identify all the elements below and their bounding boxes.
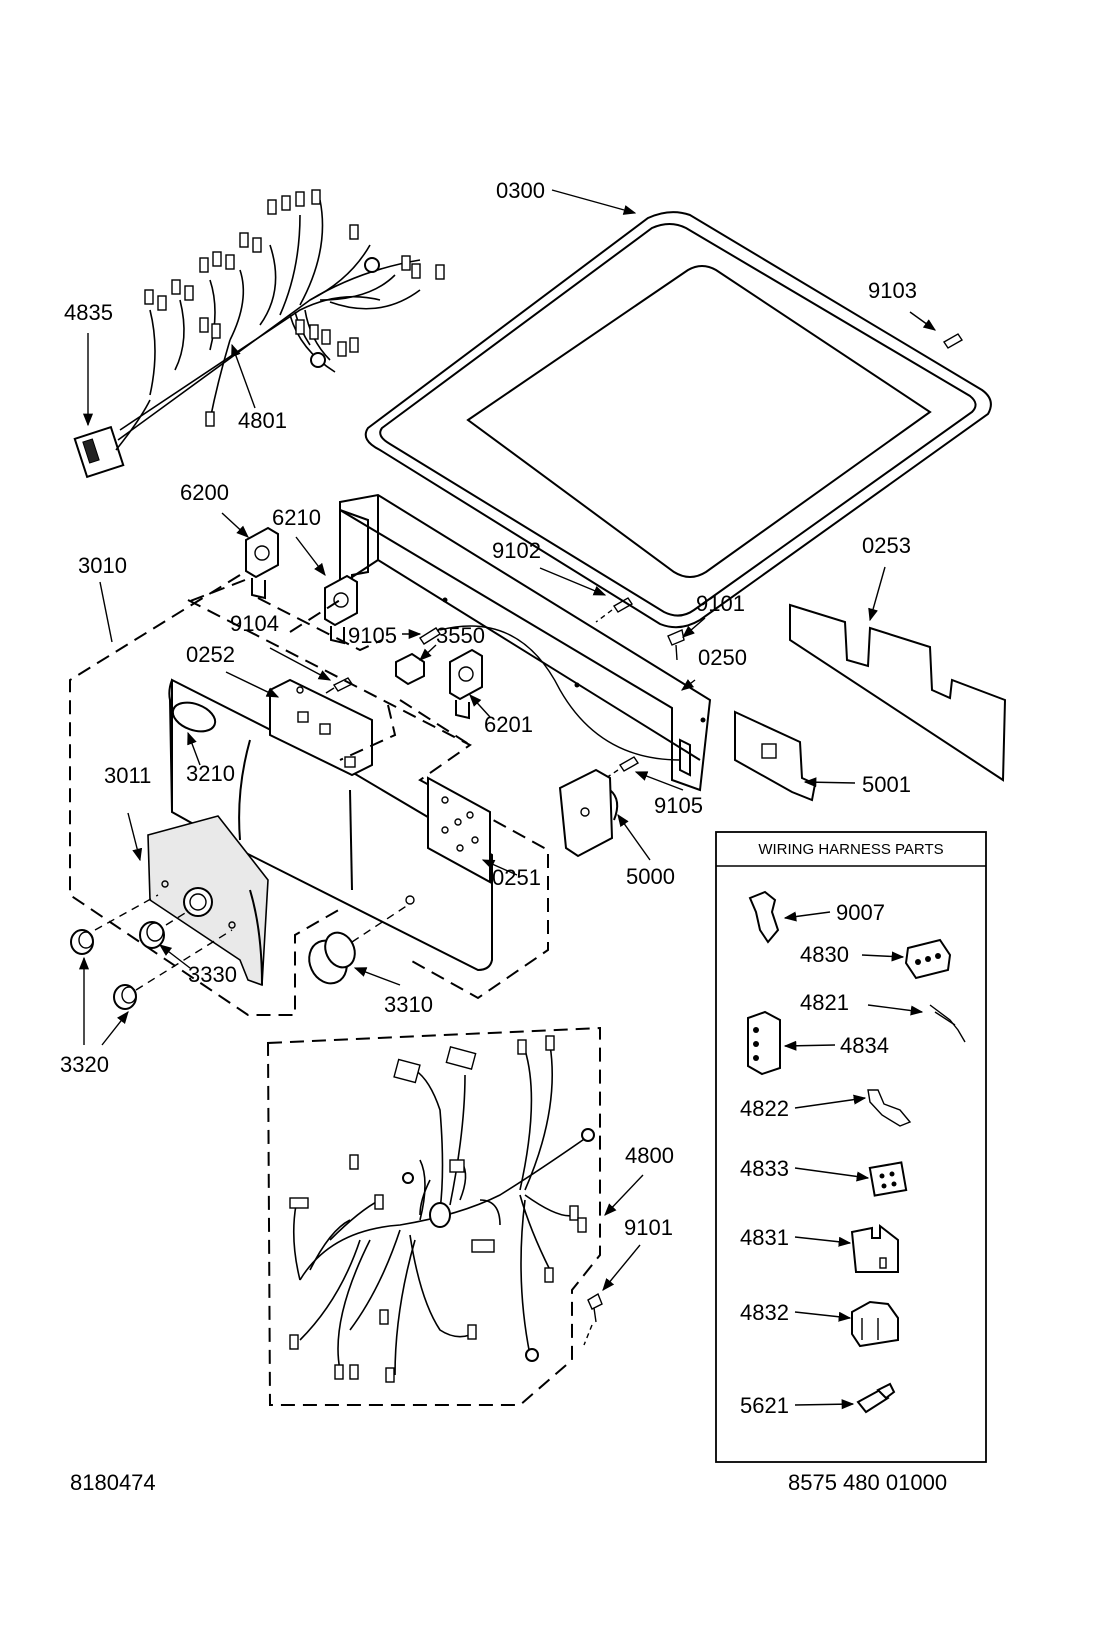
- part-3550: [395, 652, 425, 686]
- switch-6210: [324, 574, 358, 645]
- label-9103: 9103: [868, 278, 917, 303]
- label-5000: 5000: [626, 864, 675, 889]
- terminal-4822-icon: [867, 1089, 912, 1127]
- top-cover-0300: [364, 211, 992, 629]
- label-9101-upper: 9101: [696, 591, 745, 616]
- label-0253: 0253: [862, 533, 911, 558]
- label-3010: 3010: [78, 553, 127, 578]
- clip-9007-icon: [748, 890, 780, 944]
- label-0251: 0251: [492, 865, 541, 890]
- part-labels: 0300 9103 4835 4801 6200 6210 3010 9102 …: [60, 178, 917, 1240]
- wiring-harness-parts-box: [715, 831, 987, 1463]
- console-assembly-outline-3010: [69, 574, 549, 1016]
- switch-6201: [449, 648, 483, 720]
- label-4822: 4822: [740, 1096, 789, 1121]
- label-4830: 4830: [800, 942, 849, 967]
- label-4831: 4831: [740, 1225, 789, 1250]
- label-4832: 4832: [740, 1300, 789, 1325]
- label-9104: 9104: [230, 611, 279, 636]
- footer-right-code: 8575 480 01000: [788, 1470, 947, 1495]
- label-4833: 4833: [740, 1156, 789, 1181]
- label-6200: 6200: [180, 480, 229, 505]
- label-3011: 3011: [104, 763, 151, 788]
- connector-4833-icon: [868, 1161, 908, 1197]
- label-5621: 5621: [740, 1393, 789, 1418]
- screw-9103: [943, 333, 963, 349]
- label-4835: 4835: [64, 300, 113, 325]
- fuse-5621-icon: [856, 1388, 890, 1414]
- screw-9104: [325, 677, 354, 694]
- control-board-0252: [269, 678, 373, 777]
- connector-4832-icon: [851, 1300, 899, 1348]
- console-front-3011: [147, 678, 493, 987]
- label-0250: 0250: [698, 645, 747, 670]
- control-panel-0250: [339, 493, 712, 792]
- label-9105-lower: 9105: [654, 793, 703, 818]
- knob-3320-upper: [70, 929, 94, 955]
- harness-box-labels: WIRING HARNESS PARTS 9007 4830 4821 4834…: [740, 841, 944, 1418]
- timer-5000: [558, 768, 619, 858]
- label-6210: 6210: [272, 505, 321, 530]
- wire-harness-4800: [266, 1026, 603, 1406]
- screw-9105-upper: [419, 627, 441, 645]
- label-3310: 3310: [384, 992, 433, 1017]
- wire-harness-4801: [73, 189, 445, 479]
- knob-3330: [139, 921, 165, 949]
- label-4800: 4800: [625, 1143, 674, 1168]
- label-3210: 3210: [186, 761, 235, 786]
- terminal-4821-icon: [929, 1004, 966, 1043]
- board-5001: [734, 710, 817, 802]
- switch-bracket-outline: [184, 579, 471, 761]
- screw-9105-lower: [605, 756, 639, 779]
- label-9102: 9102: [492, 538, 541, 563]
- label-4821: 4821: [800, 990, 849, 1015]
- footer-left-code: 8180474: [70, 1470, 156, 1495]
- insulation-0253: [789, 603, 1007, 782]
- knob-3320-lower: [113, 984, 137, 1010]
- label-5001: 5001: [862, 772, 911, 797]
- label-0300: 0300: [496, 178, 545, 203]
- label-3550: 3550: [436, 623, 485, 648]
- label-4801: 4801: [238, 408, 287, 433]
- switch-6200: [245, 526, 279, 600]
- label-3330: 3330: [188, 962, 237, 987]
- label-6201: 6201: [484, 712, 533, 737]
- harness-box-title: WIRING HARNESS PARTS: [758, 841, 943, 858]
- label-4834: 4834: [840, 1033, 889, 1058]
- leader-lines: [78, 189, 937, 1410]
- knob-3310: [308, 931, 356, 985]
- connector-4831-icon: [850, 1223, 899, 1273]
- label-9007: 9007: [836, 900, 885, 925]
- label-9101-lower: 9101: [624, 1215, 673, 1240]
- screw-9102: [595, 597, 633, 623]
- connector-4834-icon: [747, 1010, 781, 1076]
- label-9105-upper: 9105: [348, 623, 397, 648]
- label-3320: 3320: [60, 1052, 109, 1077]
- label-0252: 0252: [186, 642, 235, 667]
- board-0251: [427, 776, 491, 884]
- screw-9101-upper: [667, 629, 685, 661]
